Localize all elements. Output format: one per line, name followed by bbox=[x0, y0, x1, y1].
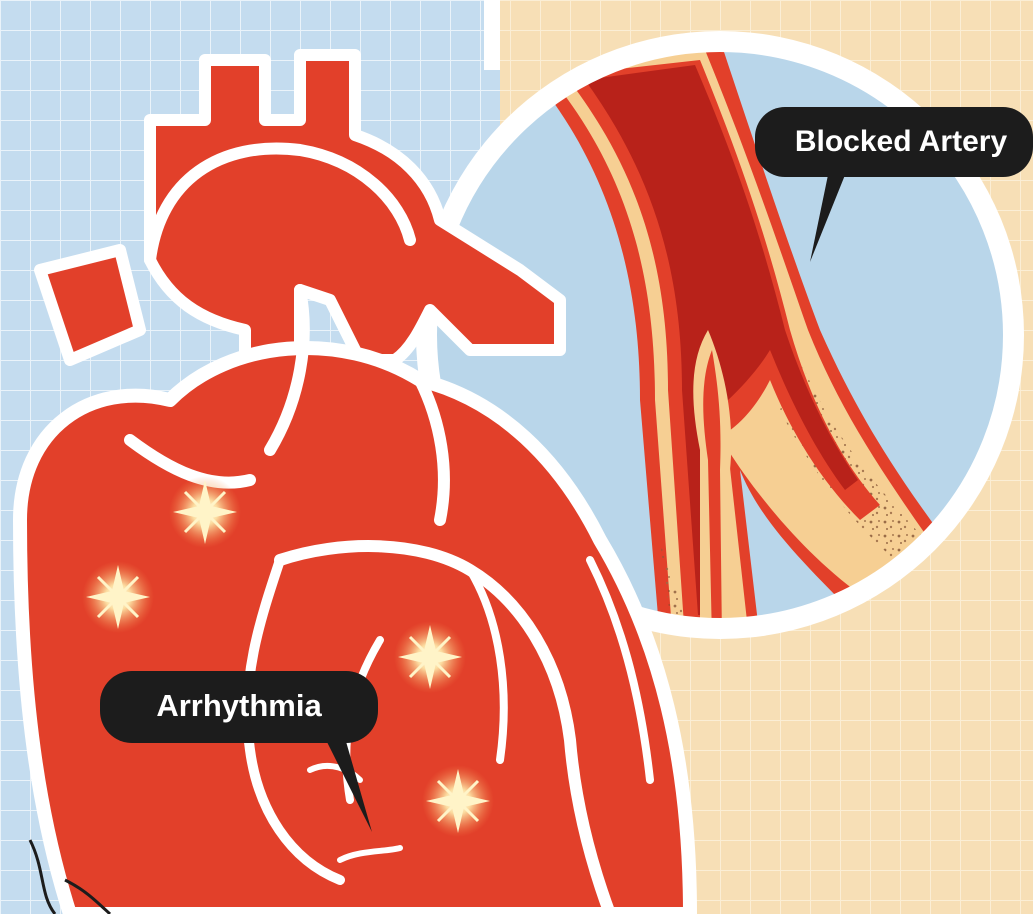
spark-icon-1 bbox=[169, 476, 241, 548]
spark-icon-4 bbox=[422, 765, 494, 837]
spark-icon-3 bbox=[394, 621, 466, 693]
arrhythmia-label: Arrhythmia bbox=[156, 688, 322, 723]
background-divider bbox=[484, 0, 500, 70]
blocked-artery-label: Blocked Artery bbox=[795, 125, 1008, 158]
spark-icon-2 bbox=[82, 561, 154, 633]
